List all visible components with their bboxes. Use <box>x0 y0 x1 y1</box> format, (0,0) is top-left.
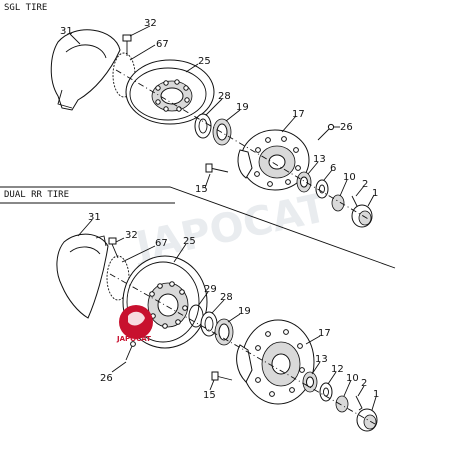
dust-cover-tab-bottom <box>95 235 107 247</box>
callout-19-top: 19 <box>236 102 249 113</box>
callouts-top: 32 31 67 25 28 19 17 26 13 6 10 2 1 15 <box>60 18 378 199</box>
hub-nut-bottom <box>335 395 349 413</box>
bolt-head-bottom <box>108 237 117 245</box>
drum-bore-top <box>160 87 184 105</box>
leader-lines <box>69 25 377 411</box>
callout-15-bottom: 15 <box>203 390 216 401</box>
callout-26-bottom: 26 <box>100 373 113 384</box>
callout-28-bottom: 28 <box>220 292 233 303</box>
hub-boss-top <box>237 149 253 179</box>
dust-cover-top <box>50 29 121 111</box>
oil-seal-inner-bottom <box>204 316 214 332</box>
section-divider <box>0 186 396 269</box>
oil-seal-inner-top <box>198 118 208 134</box>
callout-28-top: 28 <box>218 91 231 102</box>
oil-seal-top <box>194 113 212 139</box>
logo-emblem <box>128 311 145 326</box>
japocat-logo: JAPOCAT <box>116 305 153 343</box>
callout-2-top: 2 <box>362 179 368 190</box>
axis-centerline-bottom <box>109 273 376 425</box>
dust-cover-tab-top <box>57 89 73 109</box>
hub-stud-holes-top <box>254 136 301 187</box>
bolt-26-bottom <box>125 345 133 361</box>
bottom-assembly <box>56 233 378 432</box>
bolt-26-top <box>317 127 331 141</box>
washer-hole-top <box>319 184 325 194</box>
hub-cap-face-top <box>358 210 372 226</box>
callout-2-bottom: 2 <box>361 378 367 389</box>
section-title-dual-rr-tire: DUAL RR TIRE <box>4 190 69 200</box>
dust-cover-rim-bottom <box>69 246 101 255</box>
callout-1-bottom: 1 <box>373 389 379 400</box>
outer-bearing-bore-top <box>300 176 308 188</box>
hub-stud-top <box>209 167 229 173</box>
callout-32-top: 32 <box>144 18 157 29</box>
drum-bolt-holes-top <box>155 79 190 112</box>
hub-stud-head-top <box>205 163 213 173</box>
callout-13-bottom: 13 <box>315 354 328 365</box>
callout-1-top: 1 <box>372 188 378 199</box>
outer-bearing-bore-bottom <box>306 376 314 388</box>
bolt-26-head-top <box>327 123 335 131</box>
callout-25-bottom: 25 <box>183 236 196 247</box>
callout-13-top: 13 <box>313 154 326 165</box>
callout-10-bottom: 10 <box>346 373 359 384</box>
callout-12-bottom: 12 <box>331 364 344 375</box>
callout-10-top: 10 <box>343 172 356 183</box>
callouts-bottom: 31 32 67 25 29 28 19 17 13 12 10 2 1 26 … <box>88 212 379 401</box>
callout-19-bottom: 19 <box>238 306 251 317</box>
callout-26-top: 26 <box>340 122 353 133</box>
logo-text: JAPOCAT <box>116 335 151 343</box>
bolt-26-head-bottom <box>130 341 136 347</box>
callout-32-bottom: 32 <box>125 230 138 241</box>
hub-boss-bottom <box>236 344 253 383</box>
hub-cap-face-bottom <box>363 414 377 430</box>
bolt-head-top <box>122 34 132 42</box>
callout-31-bottom: 31 <box>88 212 101 223</box>
callout-25-top: 25 <box>198 56 211 67</box>
callout-67-bottom: 67 <box>155 238 168 249</box>
brake-drum-rim-top <box>129 67 207 121</box>
drum-bore-bottom <box>157 293 179 317</box>
cotter-pin-bottom <box>355 395 363 411</box>
axis-centerline-top <box>115 69 371 221</box>
section-title-sgl-tire: SGL TIRE <box>4 3 47 13</box>
callout-67-top: 67 <box>156 39 169 50</box>
callout-17-top: 17 <box>292 109 305 120</box>
hub-bore-top <box>268 154 286 170</box>
callout-15-top: 15 <box>195 184 208 195</box>
callout-31-top: 31 <box>60 26 73 37</box>
callout-29-bottom: 29 <box>204 284 217 295</box>
dust-cover-rim-top <box>65 44 107 59</box>
callout-6-top: 6 <box>330 163 336 174</box>
bearing-bore-top <box>216 123 228 141</box>
hub-stud-holes-bottom <box>255 329 305 397</box>
top-assembly <box>50 29 373 228</box>
callout-17-bottom: 17 <box>318 328 331 339</box>
hub-stud-bottom <box>215 375 233 381</box>
oil-seal-bottom <box>200 311 218 337</box>
bearing-bore-bottom <box>218 323 230 341</box>
washer-top <box>315 179 329 199</box>
washer-bottom <box>319 382 333 402</box>
hub-bore-bottom <box>271 353 291 375</box>
hub-stud-head-bottom <box>211 371 219 381</box>
brake-drum-rim-bottom <box>126 261 200 343</box>
hub-nut-top <box>331 194 345 212</box>
